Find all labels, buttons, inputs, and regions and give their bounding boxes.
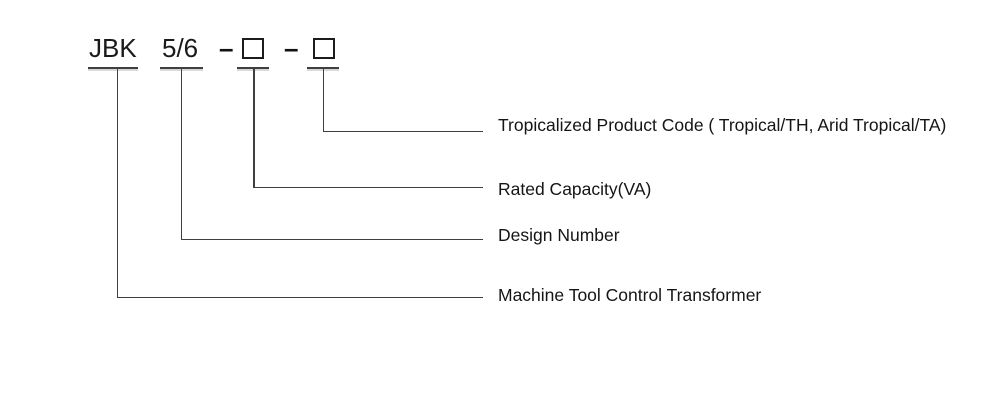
leader-vertical-design — [180, 69, 182, 240]
leader-vertical-series — [116, 69, 118, 298]
callout-label-tropicalized: Tropicalized Product Code ( Tropical/TH,… — [498, 115, 947, 135]
segment-underline-series — [88, 67, 138, 69]
segment-underline-tropicalized — [307, 67, 339, 69]
callout-label-rated-capacity: Rated Capacity(VA) — [498, 179, 652, 199]
dash-separator: – — [284, 33, 299, 63]
segment-underline-capacity — [237, 67, 269, 69]
callout-label-machine-tool: Machine Tool Control Transformer — [498, 285, 762, 305]
leader-vertical-tropicalized — [322, 69, 324, 132]
leader-horizontal-capacity — [253, 186, 483, 188]
placeholder-box-icon — [242, 38, 264, 59]
leader-vertical-capacity — [253, 69, 255, 188]
dash-separator: – — [219, 33, 234, 63]
callout-label-design-number: Design Number — [498, 225, 620, 245]
leader-horizontal-tropicalized — [322, 130, 483, 132]
placeholder-box-icon — [313, 38, 335, 59]
code-series-text: JBK — [89, 33, 137, 63]
leader-horizontal-design — [180, 238, 483, 240]
segment-underline-design — [160, 67, 203, 69]
code-design-text: 5/6 — [162, 33, 199, 63]
leader-horizontal-series — [116, 296, 483, 298]
